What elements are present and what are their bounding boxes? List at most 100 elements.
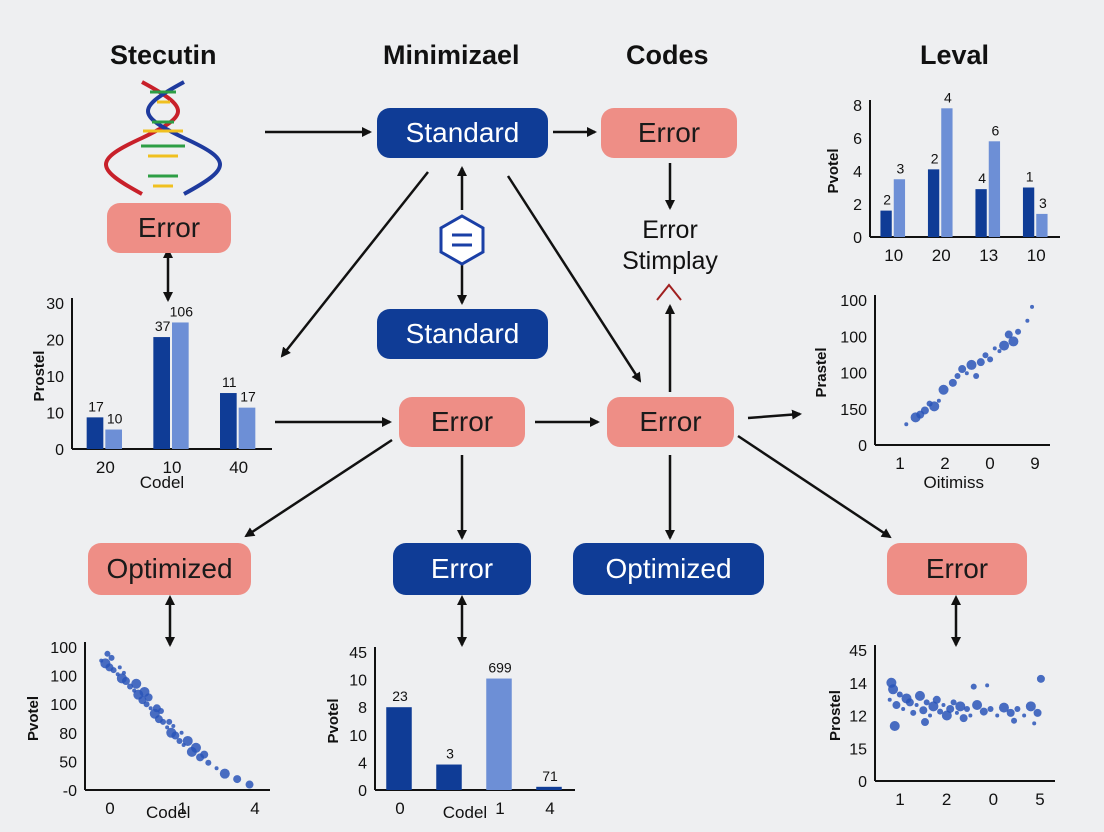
- y-tick-label: 100: [840, 293, 867, 310]
- node-error-bottom-center[interactable]: Error: [393, 543, 531, 595]
- arrow-error-right-to-bottom-right: [737, 434, 892, 539]
- y-tick-label: 0: [55, 442, 64, 459]
- x-tick-label: 5: [1035, 790, 1044, 809]
- scatter-point: [997, 349, 1002, 354]
- scatter-point: [219, 768, 230, 779]
- scatter-point: [166, 718, 173, 725]
- node-error-top-right[interactable]: Error: [601, 108, 737, 158]
- scatter-point: [160, 718, 167, 725]
- scatter-point: [987, 356, 994, 363]
- x-tick-label: 1: [895, 790, 904, 809]
- bar-data-label: 3: [446, 746, 454, 762]
- bar: [386, 707, 412, 790]
- y-tick-label: 12: [849, 709, 867, 726]
- y-tick-label: 100: [50, 640, 77, 657]
- y-tick-label: 0: [853, 230, 862, 247]
- scatter-point: [121, 677, 130, 686]
- scatter-point: [1022, 713, 1027, 718]
- scatter-point: [182, 735, 193, 746]
- bar-data-label: 3: [1039, 195, 1047, 211]
- y-tick-label: 0: [858, 774, 867, 791]
- scatter-point: [1008, 336, 1019, 347]
- scatter-point: [901, 706, 906, 711]
- x-tick-label: 20: [932, 246, 951, 265]
- scatter-point: [921, 718, 929, 727]
- y-tick-label: 100: [840, 329, 867, 346]
- scatter-point: [941, 703, 946, 708]
- node-optimized-left[interactable]: Optimized: [88, 543, 251, 595]
- scatter-point: [964, 371, 969, 376]
- scatter-point: [1030, 304, 1035, 309]
- node-standard-mid[interactable]: Standard: [377, 309, 548, 359]
- scatter-point: [108, 654, 115, 661]
- bar-data-label: 699: [488, 660, 512, 676]
- scatter-point: [131, 678, 142, 689]
- header-codes: Codes: [626, 40, 709, 70]
- scatter-point: [1036, 674, 1045, 683]
- node-error-left[interactable]: Error: [107, 203, 231, 253]
- node-error-center[interactable]: Error: [399, 397, 525, 447]
- scatter-point: [110, 667, 117, 674]
- x-tick-label: 4: [545, 799, 554, 818]
- scatter-point: [171, 723, 176, 728]
- bar: [436, 764, 462, 790]
- scatter-point: [941, 710, 952, 721]
- arrow-standard-to-leftchart: [280, 171, 429, 358]
- scatter-point: [998, 702, 1009, 713]
- y-axis-label: Prostel: [31, 351, 48, 402]
- y-tick-label: 2: [853, 197, 862, 214]
- caret-up-icon: [656, 283, 682, 301]
- x-tick-label: 13: [979, 246, 998, 265]
- y-tick-label: 0: [858, 438, 867, 455]
- scatter-point: [200, 750, 209, 759]
- scatter-point: [1014, 705, 1021, 712]
- bar-data-label: 11: [222, 374, 237, 390]
- x-tick-label: 2: [940, 454, 949, 473]
- scatter-point: [179, 730, 184, 735]
- scatter-point: [972, 700, 983, 711]
- scatter-point: [904, 422, 909, 427]
- bar: [536, 786, 562, 790]
- scatter-point: [928, 701, 939, 712]
- bar-data-label: 2: [931, 150, 939, 166]
- scatter-point: [985, 683, 990, 688]
- scatter-point: [139, 686, 150, 697]
- scatter-point: [914, 690, 925, 701]
- bar: [486, 678, 512, 790]
- scatter-point: [954, 372, 961, 379]
- y-tick-label: 8: [358, 700, 367, 717]
- bar: [941, 108, 953, 237]
- node-standard-top[interactable]: Standard: [377, 108, 548, 158]
- scatter-point: [958, 365, 967, 374]
- bar: [153, 337, 170, 449]
- scatter-point: [190, 742, 201, 753]
- scatter-point: [923, 699, 930, 706]
- bar-data-label: 4: [978, 170, 986, 186]
- node-error-stimplay[interactable]: Error Stimplay: [622, 216, 718, 275]
- node-error-right-mid[interactable]: Error: [607, 397, 734, 447]
- y-tick-label: 100: [50, 669, 77, 686]
- x-tick-label: 20: [96, 458, 115, 477]
- y-tick-label: 80: [59, 726, 77, 743]
- x-tick-label: 10: [163, 458, 182, 477]
- bar-data-label: 4: [944, 89, 952, 105]
- scatter-point: [987, 705, 994, 712]
- x-tick-label: 1: [495, 799, 504, 818]
- header-leval: Leval: [920, 40, 990, 70]
- scatter-point: [937, 708, 944, 715]
- bar: [105, 429, 122, 449]
- x-axis-label: Codel: [443, 803, 487, 822]
- scatter-point: [982, 352, 989, 359]
- scatter-point: [966, 359, 977, 370]
- node-optimized-center[interactable]: Optimized: [573, 543, 764, 595]
- bar: [893, 179, 906, 237]
- scatter-point: [910, 709, 917, 716]
- x-axis-label: Codel: [146, 803, 190, 822]
- node-error-bottom-right[interactable]: Error: [887, 543, 1027, 595]
- scatter-point: [995, 713, 1000, 718]
- scatter-point: [1015, 328, 1022, 335]
- scatter-point: [954, 710, 959, 715]
